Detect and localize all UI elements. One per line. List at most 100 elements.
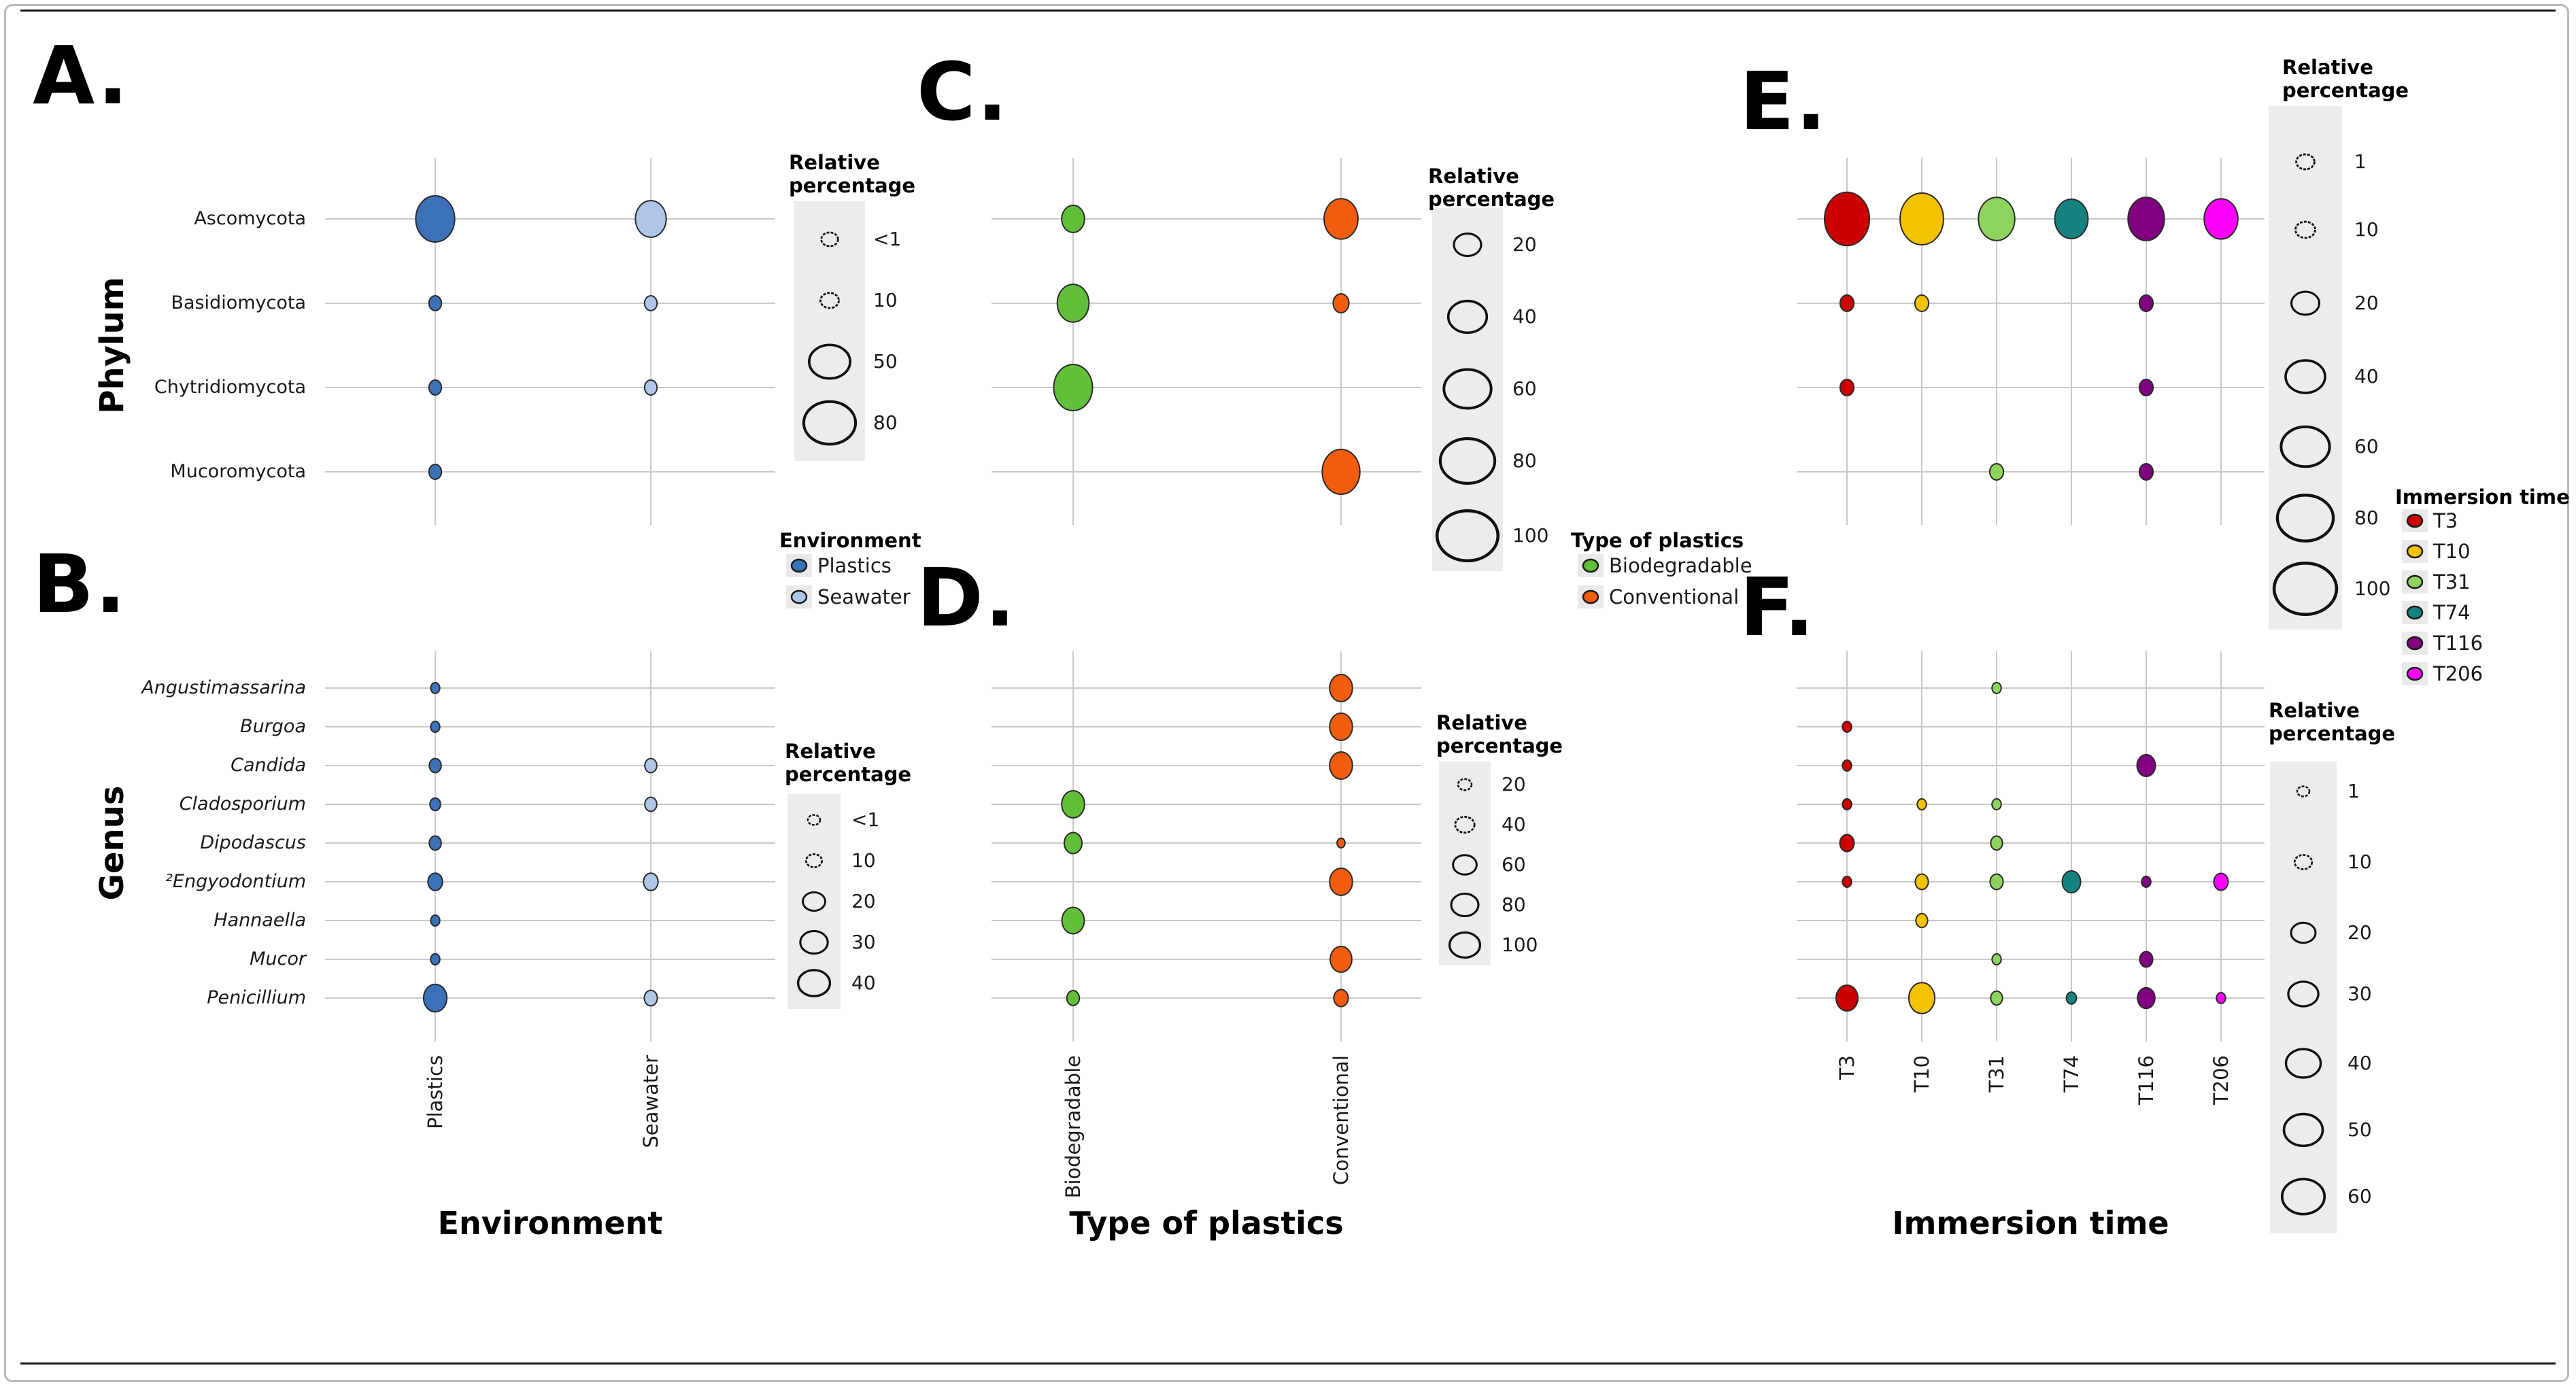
bubble-E-Basidiomycota-T10: [1914, 294, 1930, 312]
category-legend-item-Plastics: Plastics: [817, 554, 892, 577]
size-legend-label-E-3: 40: [2354, 365, 2379, 388]
panel-letter-c: C.: [917, 45, 1009, 139]
bubble-C-Basidiomycota-Conventional: [1332, 293, 1350, 313]
row-label-Dipodascus: Dipodascus: [200, 832, 306, 853]
x-tick-T31: T31: [1985, 1055, 2008, 1093]
legend-swatch-T3: [2406, 513, 2424, 528]
size-legend-circle-D-20: [1457, 778, 1473, 791]
bubble-B-Hannaella-Plastics: [430, 914, 441, 927]
bubble-E-Ascomycota-T31: [1978, 196, 2016, 241]
size-legend-title-C: Relative percentage: [1428, 165, 1555, 211]
x-tick-Biodegradable: Biodegradable: [1062, 1055, 1085, 1199]
legend-swatch-Plastics: [790, 558, 808, 573]
size-legend-circle-E-60: [2280, 425, 2331, 468]
bubble-B-Cladosporium-Seawater: [644, 796, 658, 812]
size-legend-box-B: [787, 794, 841, 1009]
size-legend-label-A-0: <1: [873, 228, 902, 250]
legend-swatch-Biodegradable: [1582, 558, 1599, 573]
x-tick-T116: T116: [2135, 1055, 2158, 1105]
size-legend-label-B-0: <1: [851, 808, 880, 831]
bubble-C-Ascomycota-Conventional: [1323, 198, 1359, 240]
bubble-F-²Engyodontium-T74: [2061, 870, 2082, 894]
size-legend-label-B-3: 30: [851, 931, 876, 953]
x-tick-T10: T10: [1910, 1055, 1933, 1093]
size-legend-circle-E-10: [2294, 220, 2316, 239]
row-label-Burgoa: Burgoa: [240, 716, 306, 737]
size-legend-circle-D-80: [1450, 892, 1480, 918]
category-legend-title-2: Immersion time: [2395, 485, 2570, 509]
size-legend-label-C-3: 80: [1512, 449, 1537, 472]
row-label-Basidiomycota: Basidiomycota: [171, 292, 306, 313]
category-legend-title-0: Environment: [779, 529, 921, 552]
bubble-D-Penicillium-Conventional: [1333, 989, 1349, 1008]
bubble-C-Basidiomycota-Biodegradable: [1056, 284, 1090, 323]
size-legend-label-D-1: 40: [1502, 813, 1526, 836]
bubble-F-Penicillium-T116: [2137, 987, 2156, 1010]
row-label-²Engyodontium: ²Engyodontium: [165, 871, 306, 892]
category-legend-item-T3: T3: [2433, 509, 2458, 532]
x-tick-Plastics: Plastics: [424, 1055, 447, 1129]
bubble-F-Dipodascus-T31: [1990, 835, 2003, 851]
size-legend-box-D: [1439, 761, 1491, 965]
size-legend-label-E-4: 60: [2354, 435, 2379, 458]
size-legend-label-E-1: 10: [2354, 218, 2379, 241]
figure-frame: [4, 4, 2569, 1382]
size-legend-label-E-5: 80: [2354, 507, 2379, 529]
bubble-E-Ascomycota-T74: [2054, 199, 2089, 239]
bubble-B-²Engyodontium-Seawater: [643, 872, 659, 891]
bubble-F-²Engyodontium-T31: [1989, 873, 2004, 891]
size-legend-circle-D-100: [1448, 931, 1482, 959]
bubble-F-Mucor-T116: [2139, 950, 2154, 968]
row-label-Mucoromycota: Mucoromycota: [170, 461, 306, 482]
bubble-B-²Engyodontium-Plastics: [427, 872, 443, 891]
size-legend-label-E-0: 1: [2354, 150, 2367, 173]
size-legend-label-C-4: 100: [1512, 524, 1549, 547]
size-legend-box-E: [2269, 106, 2342, 630]
size-legend-circle-C-60: [1442, 368, 1493, 410]
bubble-A-Chytridiomycota-Plastics: [428, 379, 443, 396]
x-tick-Conventional: Conventional: [1329, 1055, 1353, 1186]
x-tick-T3: T3: [1835, 1055, 1859, 1080]
panel-letter-a: A.: [33, 29, 130, 122]
size-legend-label-E-2: 20: [2354, 292, 2379, 314]
bubble-F-²Engyodontium-T10: [1914, 873, 1929, 891]
row-label-Hannaella: Hannaella: [214, 910, 306, 931]
bubble-C-Chytridiomycota-Biodegradable: [1053, 364, 1094, 411]
bubble-E-Ascomycota-T10: [1899, 192, 1944, 245]
size-legend-label-C-2: 60: [1512, 377, 1537, 400]
panel-letter-e: E.: [1740, 54, 1828, 148]
size-legend-title-B: Relative percentage: [785, 740, 912, 786]
bubble-D-Penicillium-Biodegradable: [1066, 990, 1081, 1006]
size-legend-label-F-1: 10: [2348, 851, 2372, 873]
legend-swatch-Seawater: [790, 589, 808, 604]
bubble-D-Mucor-Conventional: [1329, 946, 1353, 973]
bubble-F-²Engyodontium-T3: [1842, 876, 1852, 888]
category-legend-item-T206: T206: [2433, 662, 2484, 685]
bubble-D-Burgoa-Conventional: [1329, 713, 1353, 741]
bubble-E-Ascomycota-T116: [2127, 196, 2165, 241]
size-legend-circle-A-50: [808, 343, 851, 380]
bubble-E-Chytridiomycota-T116: [2138, 379, 2154, 396]
size-legend-circle-F-60: [2280, 1178, 2326, 1216]
size-legend-label-D-3: 80: [1502, 893, 1526, 916]
size-legend-label-A-1: 10: [873, 289, 898, 311]
bubble-F-Penicillium-T10: [1908, 982, 1936, 1014]
x-axis-title-type-of-plastics: Type of plastics: [1069, 1205, 1344, 1241]
category-legend-title-1: Type of plastics: [1571, 529, 1744, 552]
bubble-B-Burgoa-Plastics: [430, 721, 441, 733]
size-legend-circle-F-10: [2293, 854, 2314, 870]
size-legend-title-A: Relative percentage: [789, 151, 916, 197]
size-legend-circle-B-10: [804, 853, 824, 868]
size-legend-label-F-4: 40: [2348, 1052, 2372, 1074]
legend-swatch-T74: [2406, 605, 2424, 620]
bubble-F-Penicillium-T206: [2216, 992, 2226, 1004]
bubble-A-Basidiomycota-Seawater: [643, 295, 658, 311]
bubble-E-Ascomycota-T3: [1824, 191, 1870, 247]
row-label-Candida: Candida: [231, 755, 306, 776]
bubble-F-Penicillium-T3: [1835, 984, 1859, 1012]
bubble-D-Hannaella-Biodegradable: [1061, 906, 1085, 935]
bubble-E-Ascomycota-T206: [2203, 198, 2239, 240]
category-legend-item-Seawater: Seawater: [817, 585, 911, 608]
size-legend-circle-D-60: [1452, 854, 1478, 876]
bubble-F-Candida-T116: [2136, 753, 2156, 778]
